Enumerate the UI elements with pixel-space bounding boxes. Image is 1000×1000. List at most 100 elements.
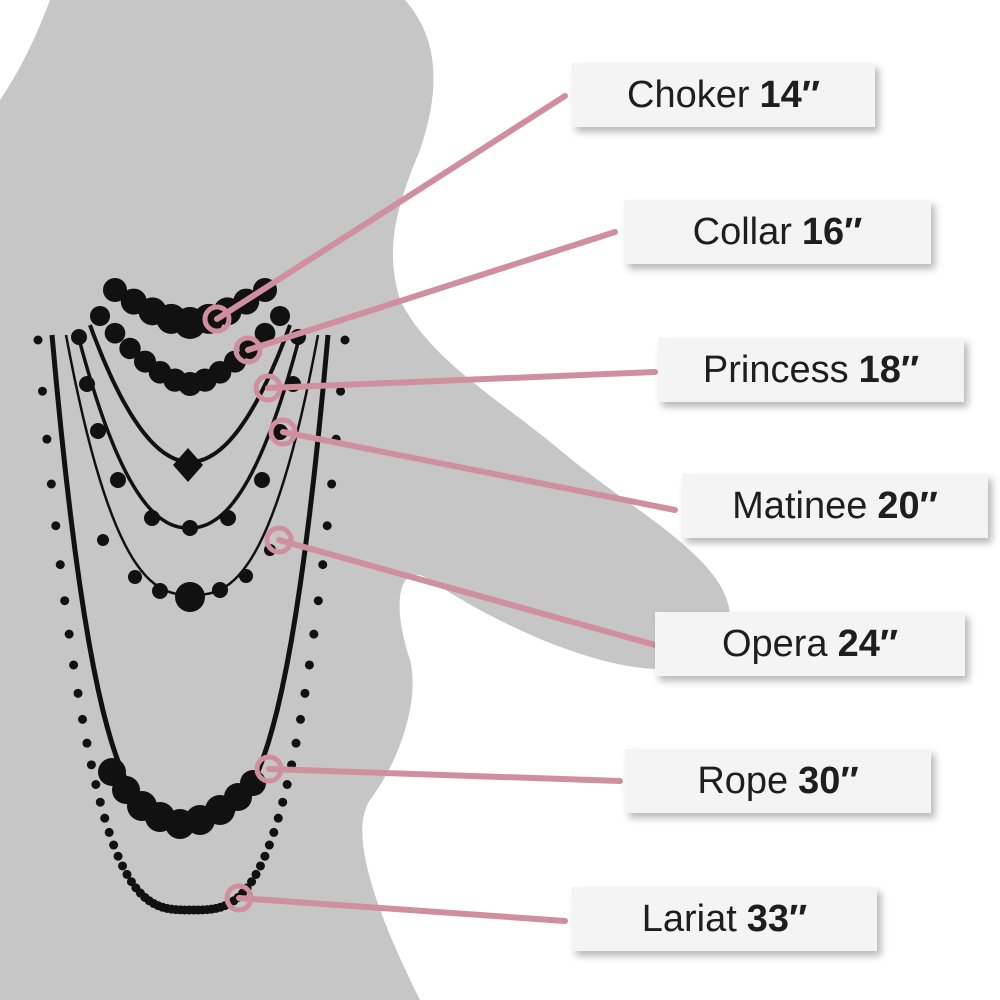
lariat-bead [91, 779, 101, 789]
matinee-bead [79, 376, 95, 392]
matinee-bead [110, 472, 126, 488]
lariat-label-length: 33″ [746, 897, 808, 940]
lariat-bead [251, 869, 261, 879]
matinee-bead [220, 510, 236, 526]
opera-bead [175, 582, 205, 612]
leader-lines [202, 93, 678, 924]
lariat-bead [247, 877, 257, 887]
opera-bead [97, 534, 109, 546]
lariat-bead [340, 335, 350, 345]
choker-marker-ring [202, 304, 232, 334]
opera-label-length: 24″ [837, 622, 899, 665]
opera-bead [239, 569, 253, 583]
collar-bead [90, 306, 110, 326]
lariat-bead [269, 827, 279, 837]
lariat-bead [296, 714, 306, 724]
lariat-bead [300, 688, 310, 698]
opera-bead [152, 583, 168, 599]
lariat-bead [55, 560, 65, 570]
lariat-bead [282, 779, 292, 789]
lariat-bead [51, 521, 61, 531]
lariat-bead [291, 738, 301, 748]
collar-bead [254, 322, 276, 344]
lariat-bead [113, 851, 123, 861]
matinee-bead [71, 329, 87, 345]
rope-bead [240, 770, 266, 796]
lariat-bead [322, 521, 332, 531]
necklace-strands [33, 278, 350, 915]
matinee-bead [254, 472, 270, 488]
matinee-label-name: Matinee [732, 484, 868, 527]
opera-leader-line [276, 537, 658, 648]
collar-bead [104, 322, 126, 344]
lariat-bead [60, 596, 70, 606]
lariat-bead [122, 869, 132, 879]
rope-marker-ring [254, 754, 284, 784]
lariat-bead [309, 629, 319, 639]
matinee-marker-ring [268, 417, 298, 447]
princess-leader-line [265, 369, 658, 391]
lariat-bead [42, 434, 52, 444]
lariat-bead [273, 813, 283, 823]
matinee-label-length: 20″ [877, 484, 938, 527]
lariat-bead [304, 660, 314, 670]
choker-label-name: Choker [627, 73, 750, 116]
choker-label-length: 14″ [759, 73, 820, 116]
princess-label-length: 18″ [858, 348, 920, 391]
lariat-bead [33, 335, 43, 345]
lariat-bead [95, 797, 105, 807]
lariat-bead [82, 738, 92, 748]
matinee-bead [182, 520, 198, 536]
lariat-bead [37, 386, 47, 396]
matinee-bead [90, 423, 106, 439]
opera-label-name: Opera [721, 622, 828, 665]
matinee-bead [144, 510, 160, 526]
collar-leader-line [245, 229, 618, 353]
princess-label-name: Princess [702, 348, 849, 391]
lariat-bead [73, 688, 83, 698]
lariat-bead [118, 861, 128, 871]
lariat-bead [109, 840, 119, 850]
collar-bead [270, 306, 290, 326]
lariat-bead [318, 560, 328, 570]
lariat-bead [69, 660, 79, 670]
rope-label-length: 30″ [798, 759, 859, 802]
lariat-bead [255, 861, 265, 871]
lariat-bead [313, 596, 323, 606]
rope-label-name: Rope [697, 759, 789, 802]
collar-label-length: 16″ [801, 210, 863, 253]
choker-bead [103, 278, 127, 302]
opera-marker-ring [264, 525, 294, 555]
lariat-bead [260, 851, 270, 861]
opera-bead [128, 570, 142, 584]
lariat-bead [278, 797, 288, 807]
torso-silhouette [0, 0, 730, 1000]
choker-leader-line [214, 93, 568, 322]
collar-label-name: Collar [692, 210, 792, 253]
lariat-leader-line [236, 895, 568, 924]
princess-pendant [173, 448, 203, 482]
lariat-bead [77, 714, 87, 724]
lariat-bead [100, 813, 110, 823]
lariat-bead [126, 877, 136, 887]
lariat-bead [64, 629, 74, 639]
lariat-bead [336, 386, 346, 396]
lariat-label-name: Lariat [641, 897, 737, 940]
lariat-marker-ring [224, 883, 254, 913]
lariat-bead [327, 479, 337, 489]
lariat-bead [264, 840, 274, 850]
collar-bead [119, 337, 141, 360]
matinee-leader-line [280, 429, 678, 513]
opera-bead [212, 582, 228, 598]
rope-leader-line [266, 766, 623, 784]
lariat-bead [104, 827, 114, 837]
lariat-bead [46, 479, 56, 489]
